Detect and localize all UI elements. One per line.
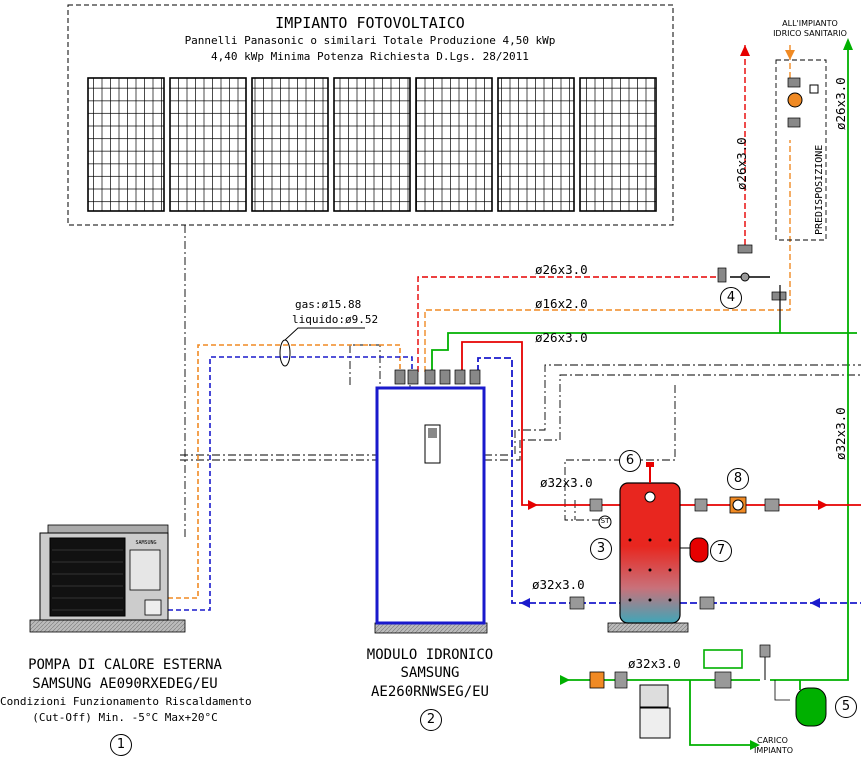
st-sensor: [598, 515, 612, 529]
outdoor-unit-top: [47, 524, 169, 534]
callout-3: 3: [590, 538, 612, 560]
heat-pump-conditions-2: (Cut-Off) Min. -5°C Max+20°C: [32, 711, 218, 724]
hydronic-module-title: MODULO IDRONICO: [366, 647, 494, 663]
hydronic-module-brand: SAMSUNG: [400, 665, 460, 681]
tank-line-valves: [569, 496, 780, 610]
dhw-label-2: IDRICO SANITARIO: [773, 29, 847, 38]
expansion-vessel-5: [795, 687, 827, 727]
refrigerant-gas-label: gas:ø15.88: [295, 298, 362, 311]
callout-7: 7: [710, 540, 732, 562]
pipe-label-dhw-red: ø26x3.0: [535, 262, 588, 277]
pipe-label-main-vertical: ø32x3.0: [833, 407, 848, 460]
pipe-label-green: ø26x3.0: [535, 330, 588, 345]
expansion-vessel-7: [689, 537, 709, 563]
tank-base: [607, 622, 689, 633]
heat-pump-title: POMPA DI CALORE ESTERNA: [28, 657, 222, 673]
pipe-label-p26-right-vertical: ø26x3.0: [833, 77, 848, 130]
fill-group: [589, 644, 790, 739]
buffer-tank: [619, 482, 681, 624]
refrigerant-liquid-label: liquido:ø9.52: [292, 313, 379, 326]
pv-panel: [333, 77, 411, 212]
flow-arrows: [520, 38, 853, 750]
pipe-label-fill: ø32x3.0: [628, 656, 681, 671]
callout-1: 1: [110, 734, 132, 756]
electrical-routes: [180, 225, 861, 540]
pipe-label-dhw-vertical: ø26x3.0: [734, 137, 749, 190]
pv-panel: [497, 77, 575, 212]
callout-6: 6: [619, 450, 641, 472]
heat-pump-conditions-1: Condizioni Funzionamento Riscaldamento: [0, 695, 252, 708]
callout-4: 4: [720, 287, 742, 309]
pv-title: IMPIANTO FOTOVOLTAICO: [275, 14, 465, 32]
callout-5: 5: [835, 696, 857, 718]
pv-panel: [415, 77, 493, 212]
carico-label-1: CARICO: [757, 736, 788, 745]
pipe-label-dhw-orange: ø16x2.0: [535, 296, 588, 311]
valve-group-4: [717, 244, 787, 320]
refrigerant-bundle-marker: [279, 339, 291, 367]
callout-2: 2: [420, 709, 442, 731]
pv-panel: [169, 77, 247, 212]
heat-pump-model: SAMSUNG AE090RXEDEG/EU: [32, 676, 218, 692]
dhw-label-1: ALL'IMPIANTO: [782, 19, 838, 28]
pv-subtitle-2: 4,40 kWp Minima Potenza Richiesta D.Lgs.…: [211, 50, 529, 63]
carico-label-2: IMPIANTO: [754, 746, 794, 755]
pv-subtitle-1: Pannelli Panasonic o similari Totale Pro…: [184, 34, 556, 47]
pv-panel: [579, 77, 657, 212]
st-label: ST: [600, 517, 610, 525]
callout-8: 8: [727, 468, 749, 490]
pipe-label-red-flow: ø32x3.0: [540, 475, 593, 490]
pv-panel: [87, 77, 165, 212]
hydronic-module-model: AE260RNWSEG/EU: [370, 684, 489, 700]
predisposizione-label: PREDISPOSIZIONE: [814, 145, 825, 235]
dhw-predisposition-frame: [775, 59, 827, 241]
pipe-label-blue-return: ø32x3.0: [532, 577, 585, 592]
outdoor-unit-brand: SAMSUNG: [135, 540, 156, 546]
pv-panel: [251, 77, 329, 212]
dhw-valve-group: [787, 77, 819, 128]
outdoor-unit-base: [29, 619, 186, 633]
pv-field-frame: [67, 4, 674, 226]
refrigerant-lines: [168, 344, 413, 611]
outdoor-unit-grille: [49, 537, 126, 617]
hydronic-module-body: [375, 386, 486, 625]
hydronic-module-fittings: [394, 369, 481, 385]
pv-panels: [87, 77, 657, 212]
